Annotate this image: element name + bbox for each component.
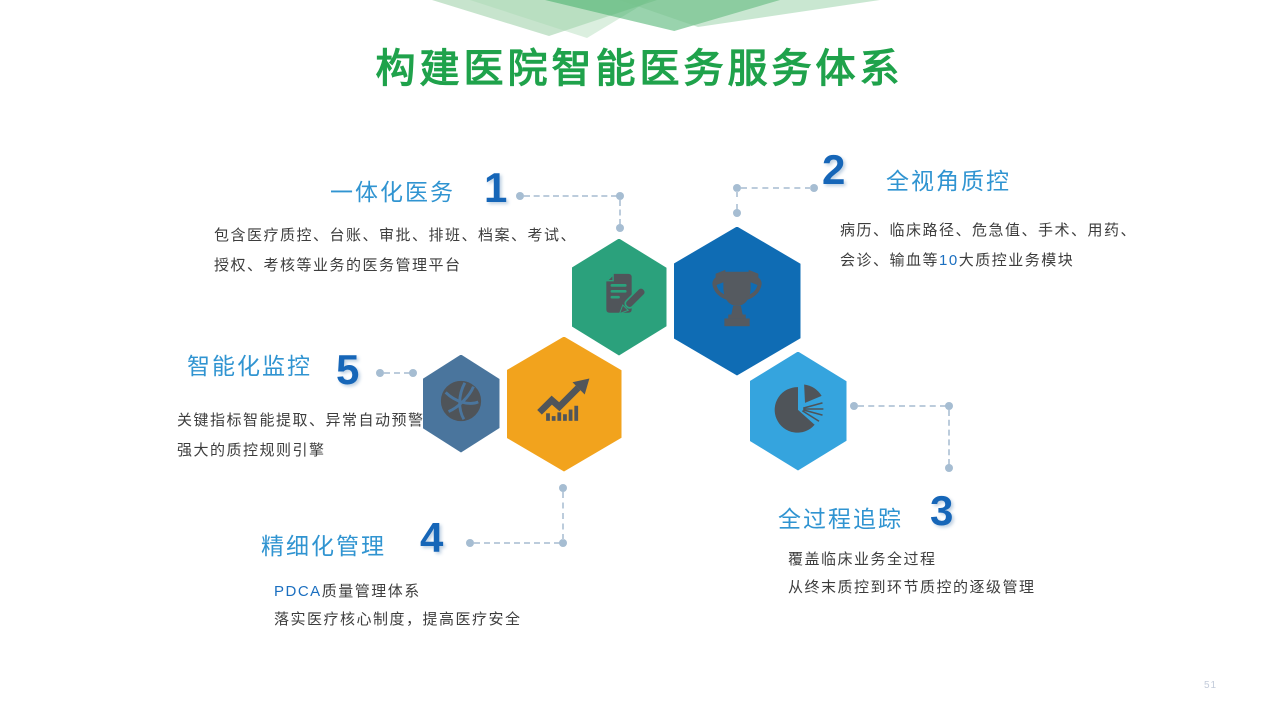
hexagon-full-view-quality-control bbox=[671, 224, 803, 378]
decoration-triangle bbox=[432, 0, 657, 36]
highlight-acronym: PDCA bbox=[274, 583, 322, 600]
decoration-triangle bbox=[470, 0, 650, 38]
highlight-number: 10 bbox=[939, 252, 959, 269]
section-4-description-line-1: PDCA质量管理体系 bbox=[274, 583, 421, 600]
section-1-heading: 一体化医务 bbox=[330, 179, 455, 205]
section-2-heading: 全视角质控 bbox=[886, 168, 1011, 194]
section-4-heading: 精细化管理 bbox=[261, 533, 386, 559]
trophy-icon bbox=[702, 264, 772, 339]
decoration-triangle bbox=[545, 0, 780, 31]
decoration-triangle bbox=[620, 0, 880, 27]
section-2-number: 2 bbox=[822, 146, 846, 193]
ball-icon bbox=[438, 378, 484, 429]
section-1-description-line-2: 授权、考核等业务的医务管理平台 bbox=[214, 257, 462, 274]
hexagon-whole-process-tracking bbox=[747, 349, 849, 473]
section-5-heading: 智能化监控 bbox=[187, 353, 312, 379]
hexagon-intelligent-monitoring bbox=[420, 352, 502, 455]
section-1-number: 1 bbox=[484, 164, 508, 211]
section-4-number: 4 bbox=[420, 514, 444, 561]
section-3-number: 3 bbox=[930, 487, 954, 534]
section-3-description-line-2: 从终末质控到环节质控的逐级管理 bbox=[788, 579, 1036, 596]
document-pen-icon bbox=[592, 268, 647, 327]
section-3-heading: 全过程追踪 bbox=[778, 506, 903, 532]
section-5-description-line-1: 关键指标智能提取、异常自动预警 bbox=[177, 412, 425, 429]
growth-chart-icon bbox=[532, 370, 596, 439]
hexagon-refined-management bbox=[504, 334, 624, 474]
section-2-description-line-1: 病历、临床路径、危急值、手术、用药、 bbox=[840, 222, 1138, 239]
section-1-description-line-1: 包含医疗质控、台账、审批、排班、档案、考试、 bbox=[214, 227, 578, 244]
section-5-description-line-2: 强大的质控规则引擎 bbox=[177, 442, 326, 459]
section-3-description-line-1: 覆盖临床业务全过程 bbox=[788, 551, 937, 568]
slide-title: 构建医院智能医务服务体系 bbox=[375, 47, 904, 91]
page-number: 51 bbox=[1204, 680, 1218, 691]
section-5-number: 5 bbox=[336, 346, 360, 393]
pie-chart-icon bbox=[770, 381, 826, 442]
hexagon-integrated-medical bbox=[569, 236, 669, 358]
section-2-description-line-2: 会诊、输血等10大质控业务模块 bbox=[840, 252, 1075, 269]
section-4-description-line-2: 落实医疗核心制度，提高医疗安全 bbox=[274, 611, 522, 628]
